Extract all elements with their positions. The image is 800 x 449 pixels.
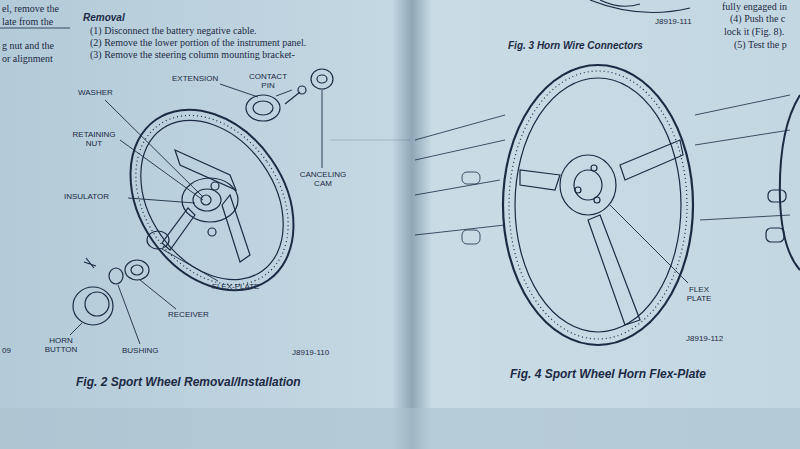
part-label: CONTACT PIN bbox=[244, 72, 292, 90]
body-text: lock it (Fig. 8). bbox=[724, 26, 784, 38]
body-text: or alignment bbox=[2, 53, 53, 65]
part-label: J8919-112 bbox=[686, 334, 723, 343]
body-text: (3) Remove the steering column mounting … bbox=[90, 49, 295, 61]
part-label: WASHER bbox=[78, 88, 113, 97]
part-label: RECEIVER bbox=[168, 310, 209, 319]
body-text: (4) Push the c bbox=[730, 13, 785, 25]
part-label: CANCELING CAM bbox=[292, 170, 354, 188]
body-text: (5) Test the p bbox=[734, 39, 787, 51]
body-text: (2) Remove the lower portion of the inst… bbox=[90, 37, 306, 49]
figure-caption: Removal bbox=[83, 12, 125, 24]
part-label: HORN BUTTON bbox=[38, 336, 84, 354]
figure-caption: Fig. 2 Sport Wheel Removal/Installation bbox=[76, 376, 301, 390]
body-text: (1) Disconnect the battery negative cabl… bbox=[90, 25, 257, 37]
part-label: RETAINING NUT bbox=[66, 130, 122, 148]
part-label: J8919-110 bbox=[292, 348, 329, 357]
body-text: late from the bbox=[2, 16, 53, 28]
part-label: J8919-111 bbox=[655, 17, 692, 26]
part-label: INSULATOR bbox=[64, 192, 109, 201]
part-label: EXTENSION bbox=[172, 74, 218, 83]
body-text: g nut and the bbox=[2, 40, 54, 52]
figure-caption: Fig. 3 Horn Wire Connectors bbox=[508, 40, 643, 52]
part-label: 09 bbox=[2, 346, 11, 355]
part-label: FLEX-PLATE bbox=[212, 282, 259, 291]
figure-caption: Fig. 4 Sport Wheel Horn Flex-Plate bbox=[510, 368, 706, 382]
body-text: fully engaged in bbox=[722, 1, 787, 13]
part-label: FLEX PLATE bbox=[678, 285, 720, 303]
part-label: BUSHING bbox=[122, 346, 158, 355]
body-text: el, remove the bbox=[2, 3, 59, 15]
